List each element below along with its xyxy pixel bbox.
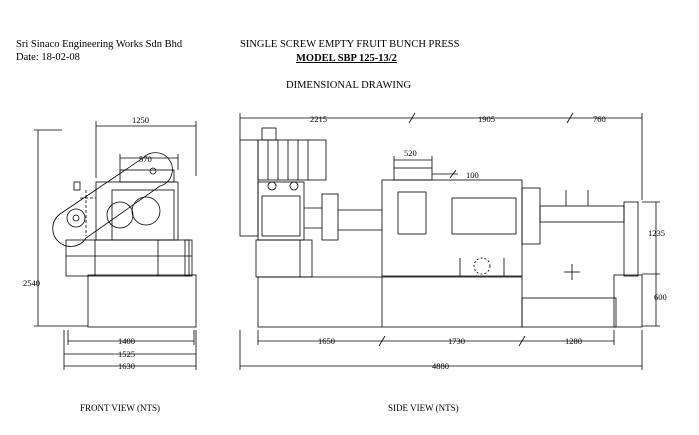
dim-side-top-left: 2215 (310, 114, 327, 124)
dim-front-motor-width: 570 (139, 154, 152, 164)
drawing-title: SINGLE SCREW EMPTY FRUIT BUNCH PRESS (240, 39, 460, 50)
dim-side-right-height: 1235 (648, 228, 665, 238)
dim-side-bottom-mid: 1730 (448, 336, 465, 346)
dim-side-hopper-offset: 100 (466, 170, 479, 180)
dim-side-base-height: 600 (654, 292, 667, 302)
dim-front-base-width-2: 1525 (118, 349, 135, 359)
dim-front-base-width-1: 1400 (118, 336, 135, 346)
dim-side-top-right: 760 (593, 114, 606, 124)
dim-front-overall-height: 2540 (23, 278, 40, 288)
dim-side-hopper-width: 520 (404, 148, 417, 158)
side-view-dimensions (239, 112, 660, 370)
dim-side-overall-length: 4880 (432, 361, 449, 371)
drawing-date: Date: 18-02-08 (16, 52, 80, 63)
model-number: MODEL SBP 125-13/2 (296, 53, 397, 64)
side-view (239, 127, 643, 328)
drawing-type: DIMENSIONAL DRAWING (286, 80, 412, 91)
company-name: Sri Sinaco Engineering Works Sdn Bhd (16, 39, 183, 50)
dim-front-base-width-3: 1630 (118, 361, 135, 371)
dim-side-bottom-left: 1650 (318, 336, 335, 346)
dim-front-top-width: 1250 (132, 115, 149, 125)
front-view-caption: FRONT VIEW (NTS) (80, 403, 161, 413)
front-view-dimensions (34, 121, 197, 370)
front-view (52, 152, 197, 328)
dim-side-bottom-right: 1280 (565, 336, 582, 346)
dim-side-top-mid: 1905 (478, 114, 495, 124)
side-view-caption: SIDE VIEW (NTS) (388, 403, 459, 413)
